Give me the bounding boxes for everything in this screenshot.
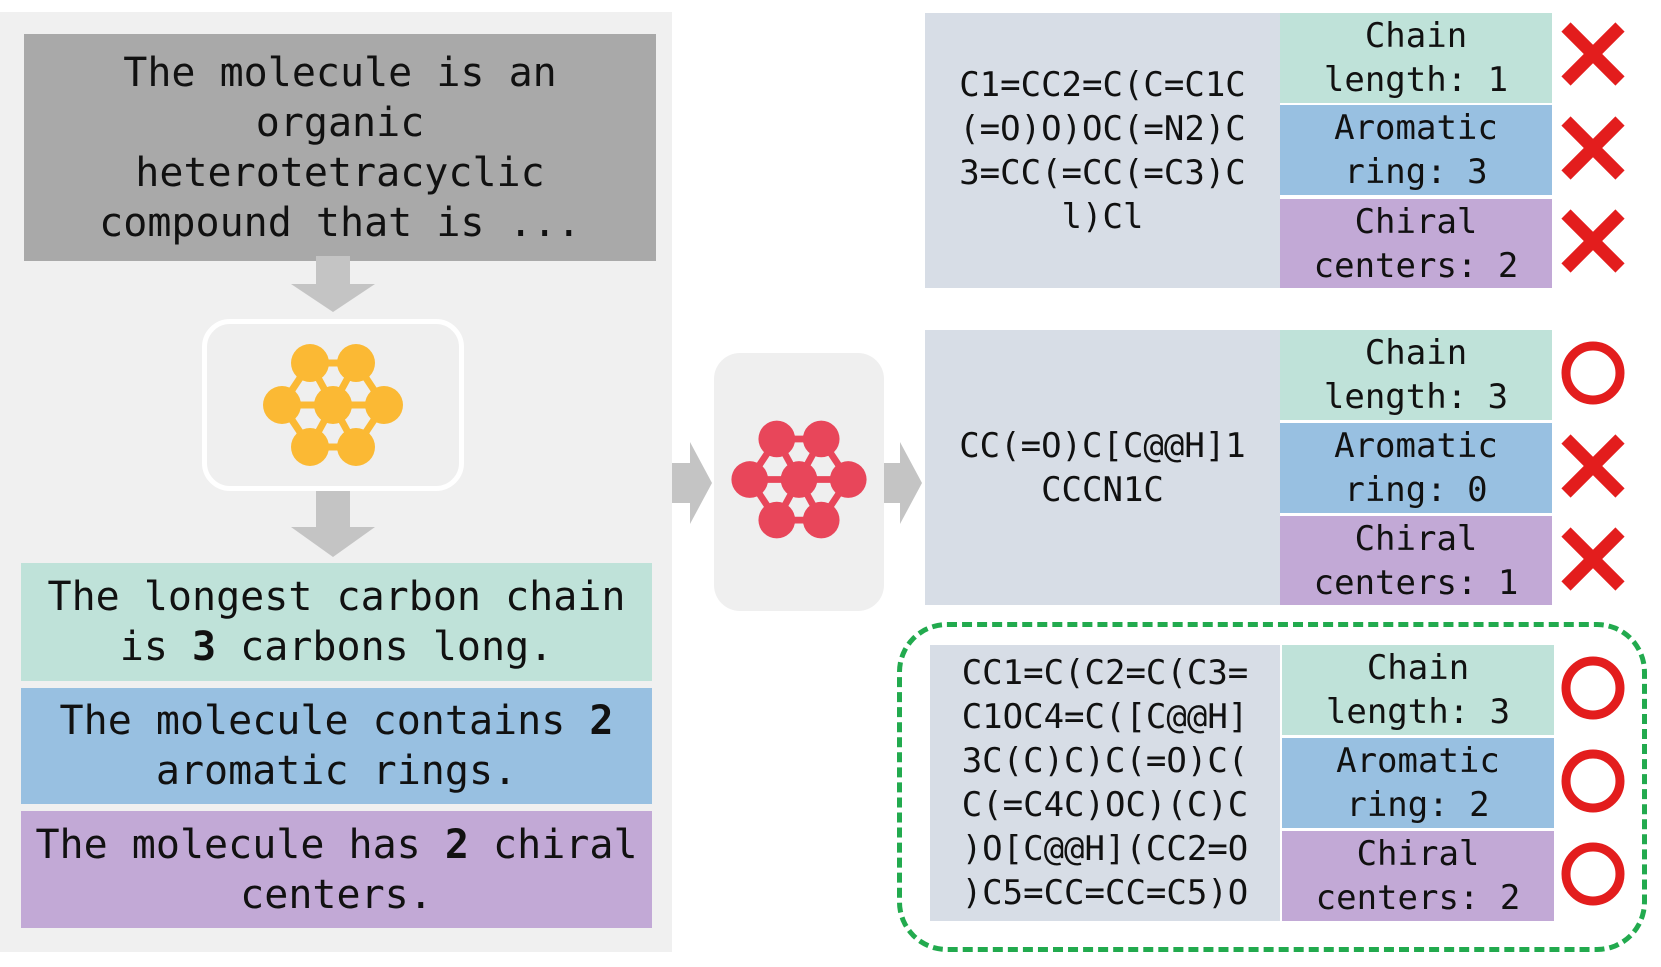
atom-node (829, 461, 867, 498)
cross-mark-icon (1561, 434, 1625, 498)
tag-line: Aromatic (1334, 108, 1498, 148)
cross-mark-icon (1561, 209, 1625, 273)
circle-stroke (1561, 341, 1625, 405)
fact-text: aromatic rings. (155, 748, 518, 794)
tag-line: Aromatic (1336, 741, 1500, 781)
atom-node (337, 344, 375, 382)
smiles-line: C1OC4=C([C@@H] (961, 697, 1249, 737)
cross-stroke (1561, 527, 1625, 591)
tag-line: ring: 3 (1344, 152, 1488, 192)
fact-number: 3 (192, 624, 217, 670)
cross-stroke (1561, 116, 1625, 180)
candidate-smiles: C1=CC2=C(C=C1C (=O)O)OC(=N2)C 3=CC(=CC(=… (925, 13, 1280, 288)
tag-line: Chiral (1354, 518, 1478, 559)
smiles-line: 3=CC(=CC(=C3)C (959, 152, 1246, 193)
atom-node (314, 386, 352, 424)
fact-chain-length: The longest carbon chain is 3 carbons lo… (21, 563, 652, 681)
smiles-line: CCCN1C (1041, 469, 1164, 510)
tag-line: centers: 2 (1313, 245, 1519, 286)
atom-node (758, 420, 796, 458)
molecule-graph-icon (263, 344, 403, 466)
fact-text: carbons long. (216, 624, 554, 670)
smiles-line: (=O)O)OC(=N2)C (959, 108, 1246, 149)
circle-stroke (1561, 842, 1625, 906)
smiles-line: )O[C@@H](CC2=O (961, 829, 1249, 869)
right-arrow-icon (672, 442, 712, 524)
molecule-description: The molecule is an organic heterotetracy… (24, 34, 656, 261)
molecule-graph-icon (731, 420, 867, 539)
tag-line: Chain (1364, 333, 1468, 373)
candidate-smiles: CC(=O)C[C@@H]1 CCCN1C (925, 330, 1280, 605)
atom-node (758, 501, 796, 539)
tag-line: length: 1 (1323, 60, 1509, 100)
smiles-line: )C5=CC=CC=C5)O (961, 873, 1249, 913)
smiles-line: CC1=C(C2=C(C3= (961, 653, 1249, 693)
atom-node (263, 386, 301, 424)
circle-mark-icon (1561, 341, 1625, 405)
atom-node (780, 461, 818, 498)
smiles-line: C1=CC2=C(C=C1C (959, 64, 1246, 105)
smiles-line: l)Cl (1061, 196, 1144, 237)
down-arrow-icon (291, 256, 375, 312)
circle-mark-icon (1561, 656, 1625, 720)
atom-node (291, 344, 329, 382)
tag-line: Chiral (1356, 834, 1480, 874)
right-arrow-icon (884, 442, 922, 524)
circle-stroke (1561, 749, 1625, 813)
smiles-line: 3C(C)C)C(=O)C( (961, 741, 1249, 781)
circle-stroke (1561, 656, 1625, 720)
tag-line: Chain (1364, 16, 1468, 56)
tag-line: ring: 2 (1346, 785, 1490, 825)
atom-node (291, 428, 329, 466)
cross-stroke (1561, 209, 1625, 273)
smiles-line: C(=C4C)OC)(C)C (961, 785, 1249, 825)
candidate-smiles: CC1=C(C2=C(C3= C1OC4=C([C@@H] 3C(C)C)C(=… (930, 645, 1280, 921)
cross-mark-icon (1561, 22, 1625, 86)
fact-text: The molecule has (35, 821, 445, 868)
molecule-description-text: The molecule is an organic heterotetracy… (99, 49, 581, 246)
fact-text: The molecule contains (59, 698, 590, 744)
tag-line: length: 3 (1325, 692, 1511, 732)
circle-mark-icon (1561, 842, 1625, 906)
fact-text: The longest carbon chain is (47, 574, 626, 670)
atom-node (337, 428, 375, 466)
atom-node (365, 386, 403, 424)
cross-stroke (1561, 22, 1625, 86)
circle-mark-icon (1561, 749, 1625, 813)
selected-candidate-highlight (897, 622, 1647, 952)
down-arrow-icon (291, 491, 375, 557)
atom-node (802, 420, 840, 458)
cross-mark-icon (1561, 116, 1625, 180)
tag-line: ring: 0 (1344, 470, 1488, 510)
fact-chiral-centers: The molecule has 2 chiral centers. (21, 811, 652, 928)
fact-number: 2 (444, 821, 469, 868)
cross-mark-icon (1561, 527, 1625, 591)
tag-line: centers: 1 (1313, 562, 1519, 603)
smiles-line: CC(=O)C[C@@H]1 (959, 425, 1246, 466)
tag-line: centers: 2 (1315, 878, 1521, 918)
cross-stroke (1561, 434, 1625, 498)
fact-aromatic-rings: The molecule contains 2 aromatic rings. (21, 688, 652, 804)
atom-node (731, 461, 769, 498)
fact-number: 2 (589, 698, 614, 744)
tag-line: Chiral (1354, 201, 1478, 242)
tag-line: Chain (1366, 648, 1470, 688)
tag-line: length: 3 (1323, 377, 1509, 417)
tag-line: Aromatic (1334, 426, 1498, 466)
fact-text: chiral centers. (240, 821, 638, 918)
atom-node (802, 501, 840, 539)
